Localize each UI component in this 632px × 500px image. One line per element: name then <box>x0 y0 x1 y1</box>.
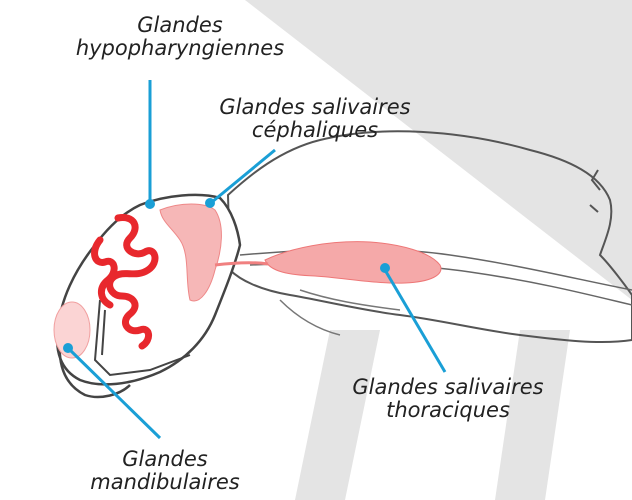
dot-hypopharyngeal <box>145 199 155 209</box>
label-cephalic-line2: céphaliques <box>165 119 465 142</box>
label-hypopharyngeal-line2: hypopharyngiennes <box>10 37 350 60</box>
dot-cephalic <box>205 198 215 208</box>
thoracic-salivary-gland <box>265 242 441 283</box>
dot-mandibular <box>63 343 73 353</box>
label-cephalic-line1: Glandes salivaires <box>165 96 465 119</box>
label-hypopharyngeal-glands: Glandes hypopharyngiennes <box>10 14 350 60</box>
dot-thoracic <box>380 263 390 273</box>
label-mandibular-glands: Glandes mandibulaires <box>30 448 300 494</box>
pointer-cephalic <box>212 150 275 202</box>
label-hypopharyngeal-line1: Glandes <box>10 14 350 37</box>
label-mandibular-line2: mandibulaires <box>30 471 300 494</box>
label-mandibular-line1: Glandes <box>30 448 300 471</box>
label-thoracic-line1: Glandes salivaires <box>288 376 608 399</box>
label-cephalic-salivary-glands: Glandes salivaires céphaliques <box>165 96 465 142</box>
label-thoracic-salivary-glands: Glandes salivaires thoraciques <box>288 376 608 422</box>
label-thoracic-line2: thoraciques <box>288 399 608 422</box>
